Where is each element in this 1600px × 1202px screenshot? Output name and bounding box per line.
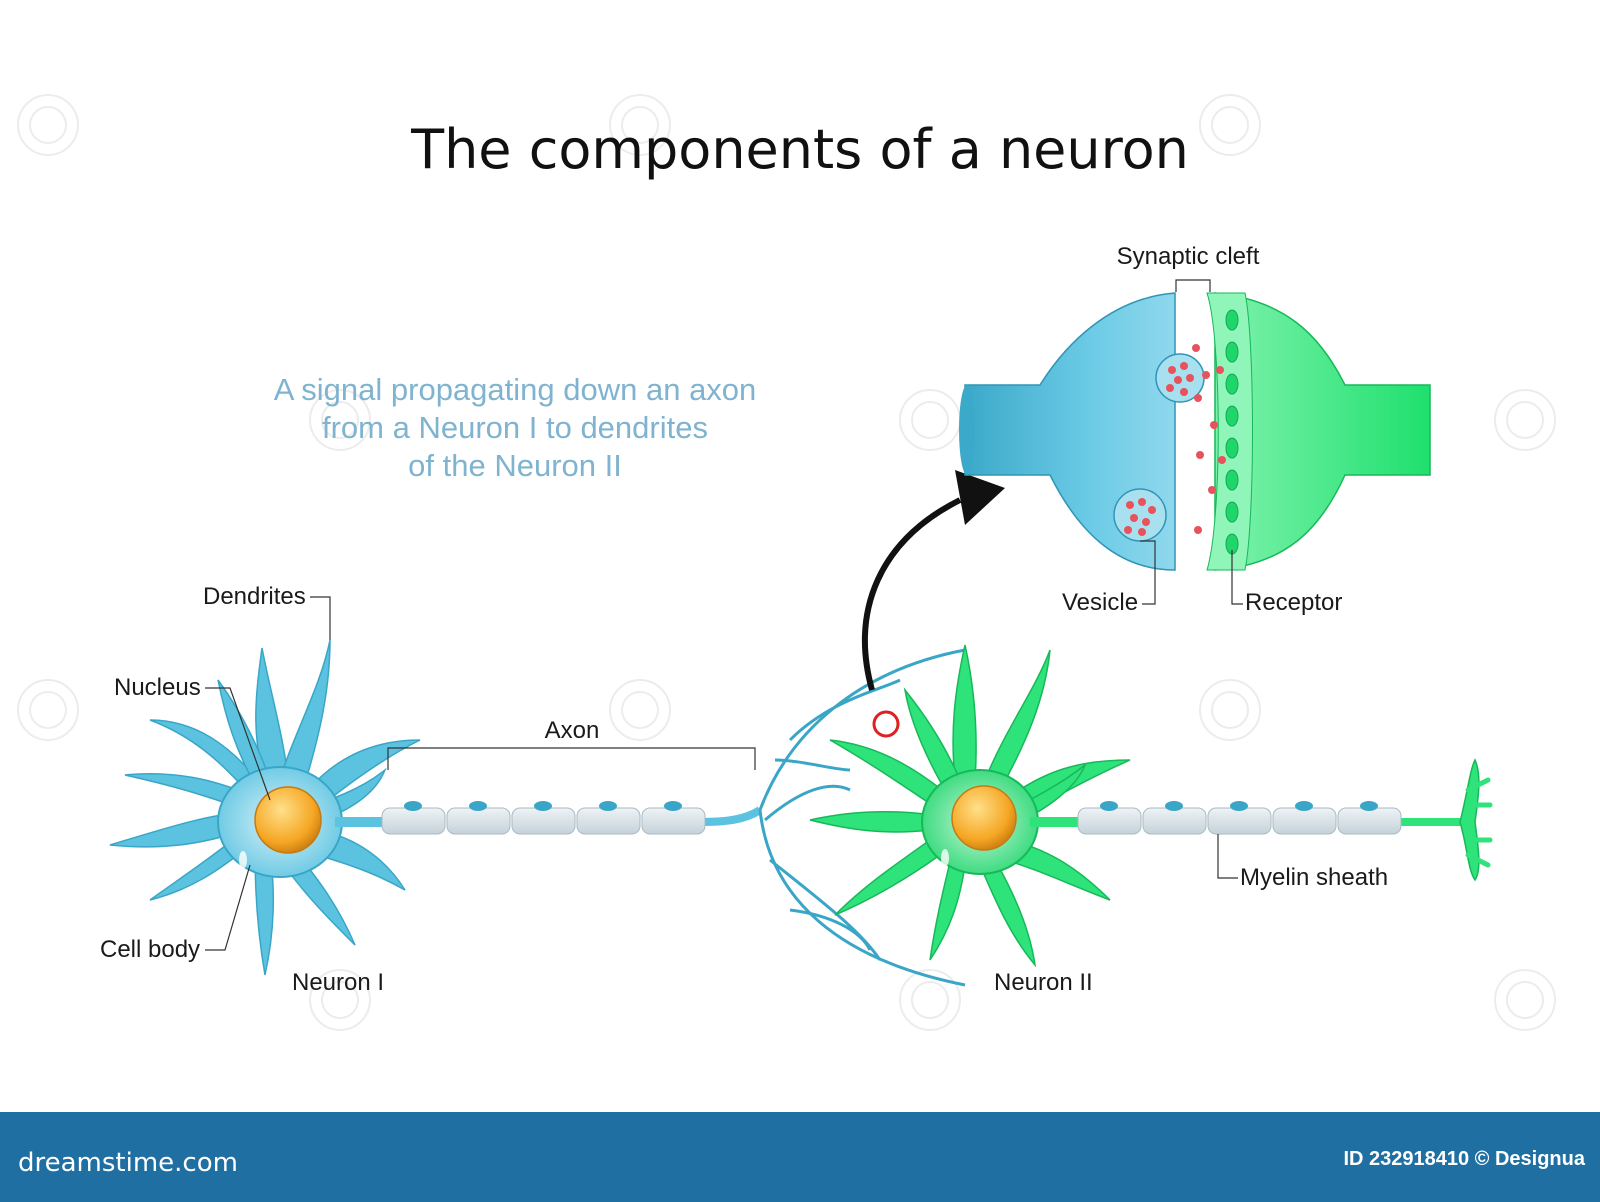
labels: Synaptic cleft Vesicle Receptor Dendrite… bbox=[100, 243, 1388, 996]
synapse-zoom bbox=[959, 292, 1431, 571]
label-synaptic-cleft: Synaptic cleft bbox=[1117, 243, 1260, 270]
label-nucleus: Nucleus bbox=[114, 674, 201, 701]
vesicle-2 bbox=[1113, 488, 1167, 542]
label-myelin-sheath: Myelin sheath bbox=[1240, 864, 1388, 891]
postsynaptic-membrane bbox=[1214, 292, 1431, 571]
vesicle-1 bbox=[1155, 353, 1205, 403]
neuron-1-axon bbox=[335, 801, 763, 835]
label-dendrites: Dendrites bbox=[203, 583, 306, 610]
label-vesicle: Vesicle bbox=[1062, 589, 1138, 616]
neuron-2-nucleus bbox=[951, 785, 1017, 851]
label-axon: Axon bbox=[545, 717, 600, 744]
neuron-1 bbox=[109, 639, 421, 976]
label-neuron-1: Neuron I bbox=[292, 969, 384, 996]
footer-bar: dreamstime.com ID 232918410 © Designua bbox=[0, 1112, 1600, 1202]
subtitle-line-2: from a Neuron I to dendrites bbox=[322, 410, 708, 445]
neuron-2-myelin-sheath bbox=[1077, 807, 1402, 835]
subtitle: A signal propagating down an axon from a… bbox=[274, 372, 757, 483]
subtitle-line-1: A signal propagating down an axon bbox=[274, 372, 757, 407]
neuron-1-nucleus bbox=[254, 786, 322, 854]
footer-brand: dreamstime.com bbox=[18, 1148, 238, 1178]
neuron-2-dendrites bbox=[809, 644, 1131, 968]
label-cell-body: Cell body bbox=[100, 936, 200, 963]
label-neuron-2: Neuron II bbox=[994, 969, 1093, 996]
zoom-arrow bbox=[862, 470, 1005, 691]
neurotransmitters bbox=[1192, 344, 1226, 534]
page-title: The components of a neuron bbox=[410, 118, 1189, 181]
footer-credit: ID 232918410 © Designua bbox=[1343, 1148, 1585, 1170]
label-receptor: Receptor bbox=[1245, 589, 1342, 616]
receptors bbox=[1225, 309, 1239, 555]
neuron-2-axon-terminal bbox=[1459, 758, 1480, 882]
neuron-2 bbox=[809, 644, 1131, 968]
neuron-1-myelin-sheath bbox=[381, 807, 706, 835]
subtitle-line-3: of the Neuron II bbox=[408, 448, 622, 483]
neuron-2-axon bbox=[1030, 758, 1493, 882]
synapse-highlight-ring bbox=[872, 710, 900, 738]
